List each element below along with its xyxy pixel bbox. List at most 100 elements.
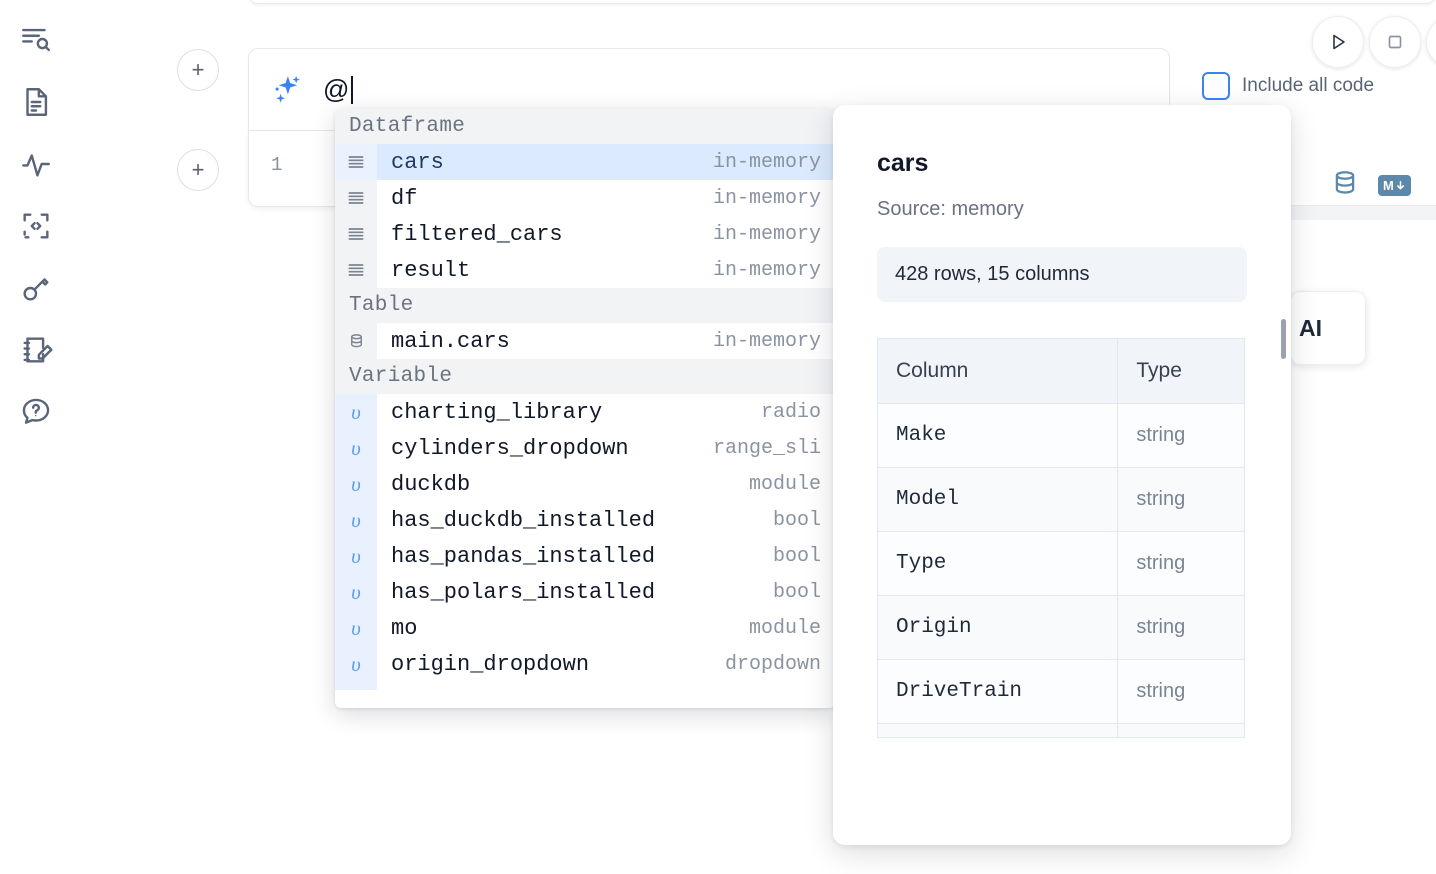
variable-icon: υ xyxy=(335,394,377,430)
variable-icon: υ xyxy=(335,466,377,502)
ai-card-partial[interactable]: AI xyxy=(1290,291,1366,365)
autocomplete-item[interactable]: filtered_cars in-memory xyxy=(335,216,835,252)
variable-icon: υ xyxy=(335,646,377,682)
stop-button[interactable] xyxy=(1369,16,1421,68)
code-snippet-icon[interactable] xyxy=(14,204,58,248)
dataframe-rows-icon xyxy=(335,180,377,216)
preview-scrollbar[interactable] xyxy=(1281,319,1286,359)
add-cell-label: + xyxy=(191,157,205,182)
dataframe-preview-panel: cars Source: memory 428 rows, 15 columns… xyxy=(833,105,1291,845)
autocomplete-item[interactable]: υ cylinders_dropdown range_sli xyxy=(335,430,835,466)
variable-icon: υ xyxy=(335,502,377,538)
autocomplete-item-name: df xyxy=(391,185,418,211)
variable-icon: υ xyxy=(335,610,377,646)
autocomplete-item-meta: in-memory xyxy=(712,150,821,174)
preview-column-type: string xyxy=(1117,403,1245,468)
autocomplete-item-name: filtered_cars xyxy=(391,221,563,247)
activity-pulse-icon[interactable] xyxy=(14,142,58,186)
more-actions-button[interactable] xyxy=(1426,16,1436,68)
autocomplete-item-meta: range_sli xyxy=(712,436,821,460)
autocomplete-item-meta: module xyxy=(748,472,821,496)
include-all-code-toggle[interactable]: Include all code xyxy=(1202,72,1374,100)
cell-divider xyxy=(1172,205,1436,206)
column-header-column: Column xyxy=(876,338,1119,404)
autocomplete-item-name: cylinders_dropdown xyxy=(391,435,629,461)
scratchpad-edit-icon[interactable] xyxy=(14,328,58,372)
autocomplete-item[interactable]: υ origin_dropdown dropdown xyxy=(335,646,835,682)
preview-column-type: string xyxy=(1117,467,1245,532)
autocomplete-section-header: Dataframe xyxy=(335,109,835,144)
preview-column-type: string xyxy=(1117,595,1245,660)
autocomplete-item[interactable]: υ has_duckdb_installed bool xyxy=(335,502,835,538)
add-cell-label: + xyxy=(191,57,205,82)
add-cell-button-bottom[interactable]: + xyxy=(177,149,219,191)
markdown-icon[interactable]: M xyxy=(1378,175,1412,196)
preview-column-type: string xyxy=(1117,531,1245,596)
dataframe-rows-icon xyxy=(335,144,377,180)
include-all-code-label: Include all code xyxy=(1242,75,1375,96)
run-button[interactable] xyxy=(1312,16,1364,68)
autocomplete-item-name: has_polars_installed xyxy=(391,579,656,605)
add-cell-button-top[interactable]: + xyxy=(177,49,219,91)
table-row-partial xyxy=(876,723,1245,738)
autocomplete-item-name: has_duckdb_installed xyxy=(391,507,656,533)
sparkles-icon xyxy=(267,71,305,109)
autocomplete-item-meta: bool xyxy=(772,544,821,568)
explore-outline-icon[interactable] xyxy=(14,18,58,62)
autocomplete-item-meta: in-memory xyxy=(712,329,821,353)
variable-icon: υ xyxy=(335,430,377,466)
preview-column-name: Model xyxy=(876,467,1119,532)
autocomplete-item-name: origin_dropdown xyxy=(391,651,590,677)
table-header-row: Column Type xyxy=(876,338,1245,404)
line-number: 1 xyxy=(271,154,283,176)
include-all-code-checkbox[interactable] xyxy=(1202,72,1230,100)
preview-column-name: Make xyxy=(876,403,1119,468)
column-header-type: Type xyxy=(1117,338,1245,404)
key-secrets-icon[interactable] xyxy=(14,266,58,310)
autocomplete-item-name: result xyxy=(391,257,471,283)
autocomplete-item-name: main.cars xyxy=(391,328,510,354)
autocomplete-item-meta: in-memory xyxy=(712,186,821,210)
autocomplete-item-meta: radio xyxy=(760,400,821,424)
autocomplete-item-meta: in-memory xyxy=(712,222,821,246)
autocomplete-item-name: duckdb xyxy=(391,471,471,497)
autocomplete-item[interactable]: cars in-memory xyxy=(335,144,835,180)
cell-toolbar: M xyxy=(1330,168,1412,203)
markdown-badge-label: M xyxy=(1383,178,1395,193)
autocomplete-item-meta: in-memory xyxy=(712,258,821,282)
variable-icon xyxy=(335,682,377,690)
ai-prompt-input[interactable]: @ xyxy=(305,49,1169,130)
autocomplete-item[interactable]: df in-memory xyxy=(335,180,835,216)
ai-prompt-value: @ xyxy=(323,74,350,104)
autocomplete-item[interactable]: result in-memory xyxy=(335,252,835,288)
autocomplete-item-name: cars xyxy=(391,149,444,175)
autocomplete-item-meta: bool xyxy=(772,508,821,532)
ai-card-label: AI xyxy=(1299,314,1322,341)
file-document-icon[interactable] xyxy=(14,80,58,124)
autocomplete-item-meta: dropdown xyxy=(724,652,821,676)
help-chat-icon[interactable] xyxy=(14,390,58,434)
text-caret xyxy=(350,75,353,104)
preview-source: Source: memory xyxy=(877,198,1024,220)
autocomplete-item-partial[interactable] xyxy=(335,682,835,690)
autocomplete-section-header: Variable xyxy=(335,359,835,394)
preview-column-name: Type xyxy=(876,531,1119,596)
database-icon xyxy=(335,323,377,359)
dataframe-rows-icon xyxy=(335,252,377,288)
autocomplete-item[interactable]: main.cars in-memory xyxy=(335,323,835,359)
database-icon[interactable] xyxy=(1330,168,1360,203)
preview-stats-badge: 428 rows, 15 columns xyxy=(877,247,1247,302)
dataframe-rows-icon xyxy=(335,216,377,252)
